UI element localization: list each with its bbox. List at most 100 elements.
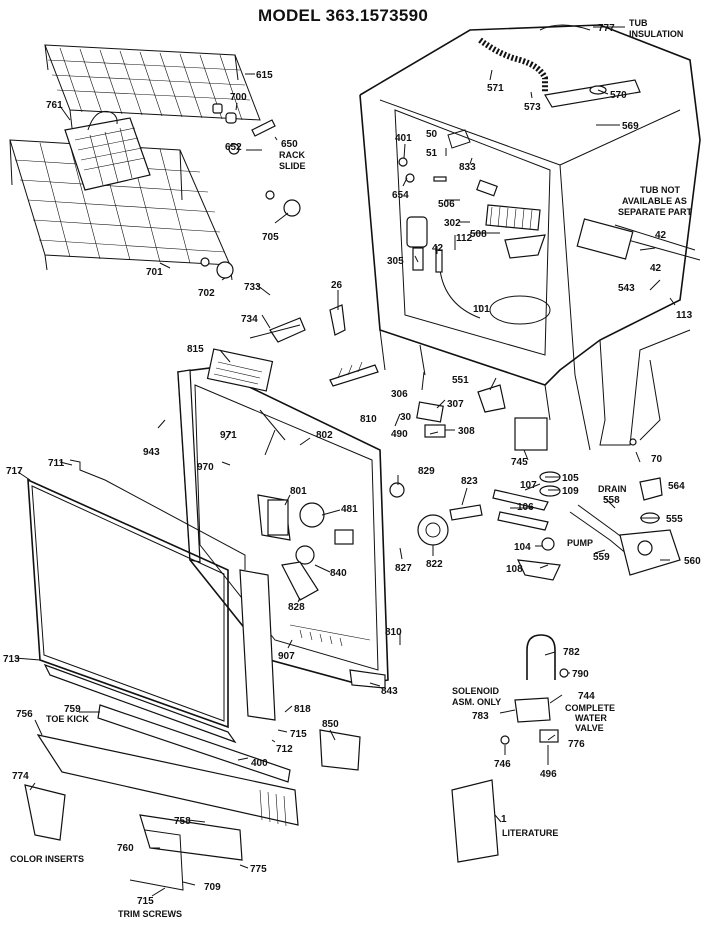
caption-drain: DRAIN — [598, 484, 627, 494]
svg-text:WATER: WATER — [575, 713, 607, 723]
callout-107: 107 — [520, 480, 537, 491]
callout-70: 70 — [651, 454, 663, 465]
callout-50: 50 — [426, 129, 438, 140]
callout-308: 308 — [458, 426, 475, 437]
tub-assembly — [359, 24, 701, 451]
callout-715b: 715 — [137, 896, 154, 907]
callout-650: 650 — [281, 139, 298, 150]
svg-text:SOLENOID: SOLENOID — [452, 686, 500, 696]
callout-571: 571 — [487, 83, 504, 94]
callout-104: 104 — [514, 542, 531, 553]
callout-615: 615 — [256, 70, 273, 81]
callout-113: 113 — [676, 310, 693, 321]
callout-970: 970 — [197, 462, 214, 473]
caption-trim-screws: TRIM SCREWS — [118, 909, 182, 919]
callout-652: 652 — [225, 142, 242, 153]
leader-lines — [14, 26, 676, 897]
callout-701: 701 — [146, 267, 163, 278]
callout-42a: 42 — [432, 243, 444, 254]
svg-text:RACK: RACK — [279, 150, 305, 160]
callout-543: 543 — [618, 283, 635, 294]
callout-496: 496 — [540, 769, 557, 780]
callout-833: 833 — [459, 162, 476, 173]
callout-654: 654 — [392, 190, 409, 201]
callout-827: 827 — [395, 563, 412, 574]
callout-712: 712 — [276, 744, 293, 755]
caption-complete-water-valve: COMPLETE WATER VALVE — [565, 703, 615, 733]
callout-713: 713 — [3, 654, 20, 665]
caption-rack-slide: RACK SLIDE — [279, 150, 306, 171]
callout-508: 508 — [470, 229, 487, 240]
callout-401: 401 — [395, 133, 412, 144]
callout-705: 705 — [262, 232, 279, 243]
callout-823: 823 — [461, 476, 478, 487]
callout-42c: 42 — [650, 263, 662, 274]
callout-307: 307 — [447, 399, 464, 410]
svg-text:SLIDE: SLIDE — [279, 161, 306, 171]
callout-746: 746 — [494, 759, 511, 770]
callout-790: 790 — [572, 669, 589, 680]
callout-717: 717 — [6, 466, 23, 477]
callout-829: 829 — [418, 466, 435, 477]
callout-840: 840 — [330, 568, 347, 579]
svg-text:SEPARATE PART: SEPARATE PART — [618, 207, 693, 217]
rack-slide-parts — [200, 103, 301, 279]
door-inner-panel — [177, 348, 389, 686]
callout-numbers: 777 615 761 700 652 650 571 573 570 569 … — [3, 23, 701, 907]
callout-26: 26 — [331, 280, 343, 291]
callout-570: 570 — [610, 90, 627, 101]
tub-internal-parts — [398, 129, 546, 273]
callout-815: 815 — [187, 344, 204, 355]
callout-744: 744 — [578, 691, 595, 702]
callout-305: 305 — [387, 256, 404, 267]
callout-745: 745 — [511, 457, 528, 468]
caption-solenoid: SOLENOID ASM. ONLY — [452, 686, 501, 707]
callout-555: 555 — [666, 514, 683, 525]
callout-776: 776 — [568, 739, 585, 750]
callout-783: 783 — [472, 711, 489, 722]
callout-30: 30 — [400, 412, 412, 423]
callout-733: 733 — [244, 282, 261, 293]
callout-777: 777 — [598, 23, 615, 34]
callout-802: 802 — [316, 430, 333, 441]
caption-literature: LITERATURE — [502, 828, 558, 838]
svg-text:INSULATION: INSULATION — [629, 29, 683, 39]
callout-822: 822 — [426, 559, 443, 570]
callout-759: 759 — [64, 704, 81, 715]
callout-734: 734 — [241, 314, 258, 325]
callout-302: 302 — [444, 218, 461, 229]
svg-text:ASM. ONLY: ASM. ONLY — [452, 697, 501, 707]
callout-1: 1 — [501, 814, 507, 825]
callout-558: 558 — [603, 495, 620, 506]
water-valve-parts — [500, 634, 569, 745]
callout-112: 112 — [456, 233, 473, 244]
svg-text:TUB: TUB — [629, 18, 648, 28]
svg-text:TUB NOT: TUB NOT — [640, 185, 680, 195]
callout-943: 943 — [143, 447, 160, 458]
callout-818: 818 — [294, 704, 311, 715]
caption-pump: PUMP — [567, 538, 593, 548]
callout-828: 828 — [288, 602, 305, 613]
kickplate-parts — [24, 704, 361, 891]
callout-569: 569 — [622, 121, 639, 132]
svg-text:COMPLETE: COMPLETE — [565, 703, 615, 713]
callout-782: 782 — [563, 647, 580, 658]
callout-559: 559 — [593, 552, 610, 563]
caption-color-inserts: COLOR INSERTS — [10, 854, 84, 864]
callout-101: 101 — [473, 304, 490, 315]
callout-760: 760 — [117, 843, 134, 854]
callout-564: 564 — [668, 481, 685, 492]
literature-booklet — [451, 779, 499, 863]
callout-761: 761 — [46, 100, 63, 111]
callout-715a: 715 — [290, 729, 307, 740]
callout-850: 850 — [322, 719, 339, 730]
callout-711: 711 — [48, 458, 65, 469]
callout-971: 971 — [220, 430, 237, 441]
callout-105: 105 — [562, 473, 579, 484]
callout-774: 774 — [12, 771, 29, 782]
callout-108: 108 — [506, 564, 523, 575]
callout-702: 702 — [198, 288, 215, 299]
callout-573: 573 — [524, 102, 541, 113]
callout-709: 709 — [204, 882, 221, 893]
